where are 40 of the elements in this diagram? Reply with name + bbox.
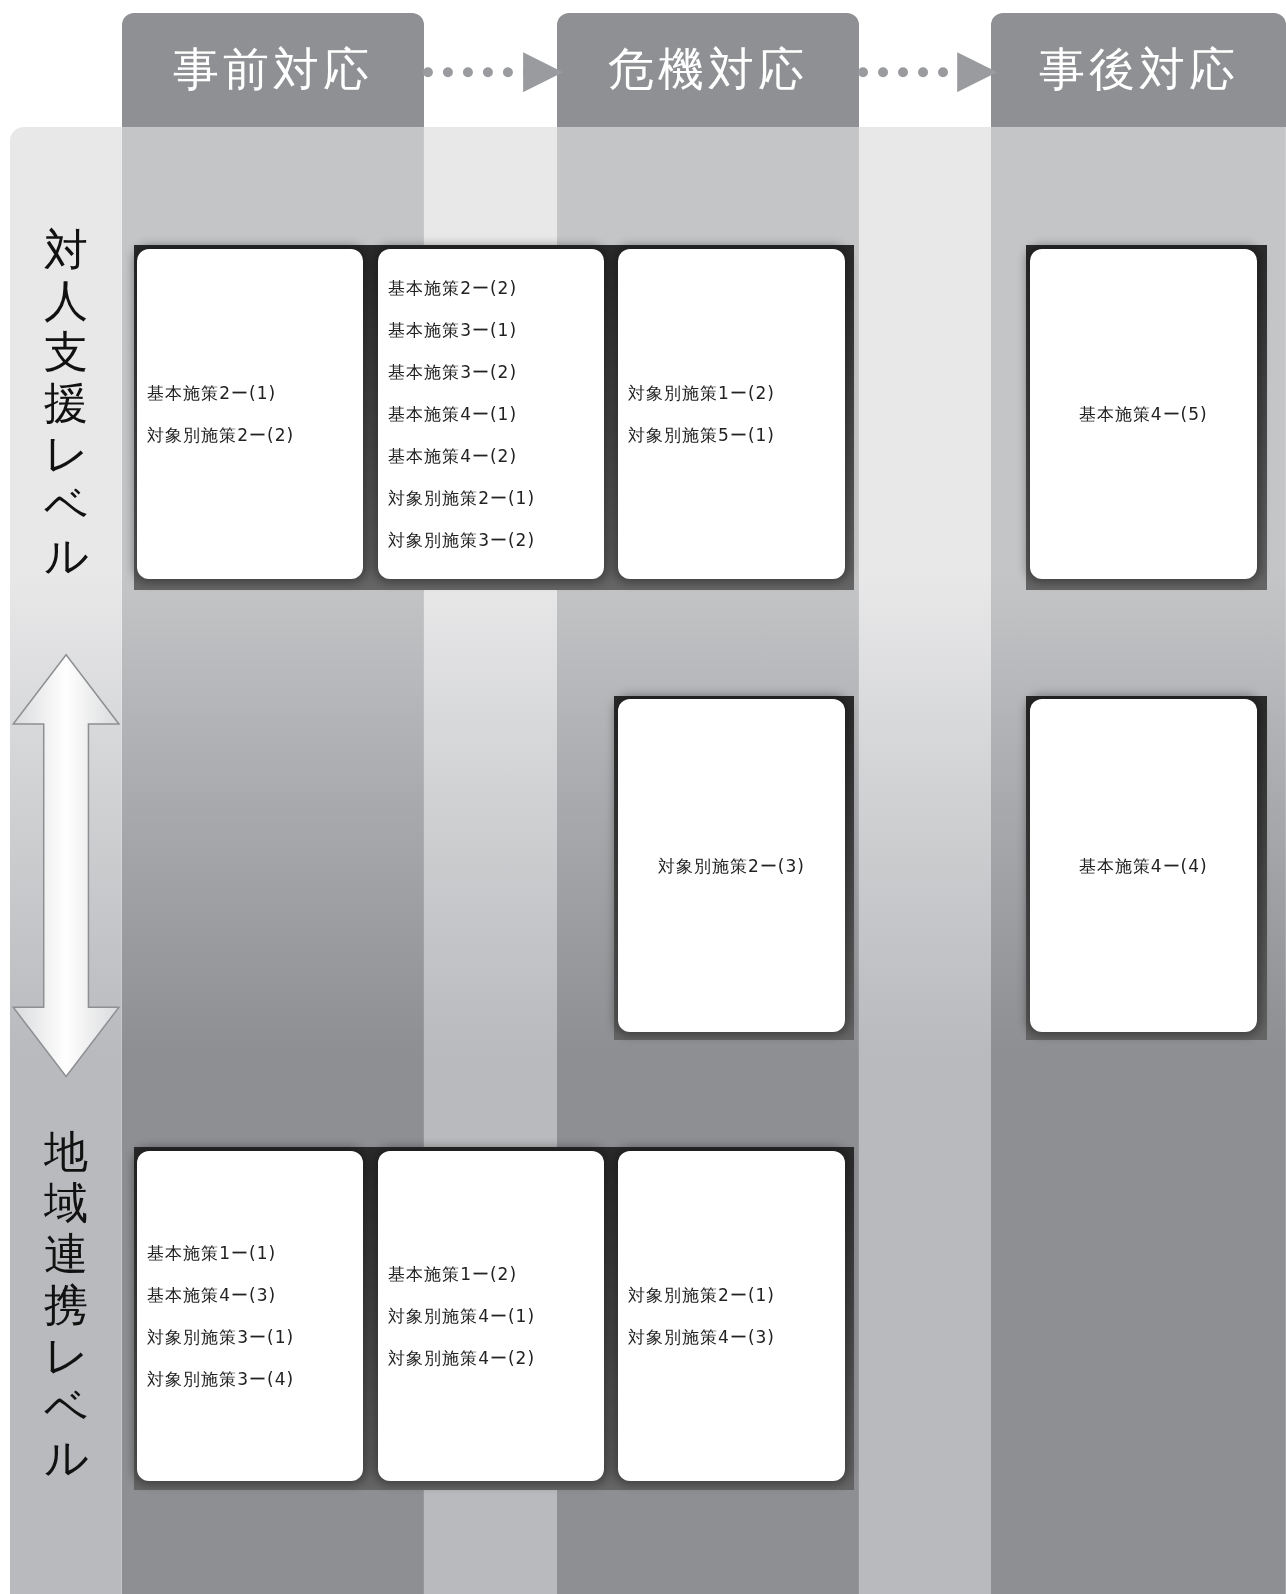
policy-label: 対象別施策2ー(2) — [147, 424, 295, 448]
policy-card — [618, 699, 845, 1032]
policy-label: 対象別施策3ー(4) — [147, 1367, 295, 1391]
policy-card — [618, 249, 845, 580]
policy-label: 基本施策3ー(2) — [388, 361, 518, 385]
policy-label: 対象別施策5ー(1) — [628, 424, 775, 448]
policy-label: 基本施策3ー(1) — [388, 319, 518, 343]
dotted-arrow — [858, 52, 998, 93]
policy-label: 対象別施策4ー(2) — [388, 1346, 536, 1370]
policy-card — [137, 249, 363, 580]
policy-label: 基本施策4ー(3) — [147, 1283, 277, 1307]
policy-label: 対象別施策1ー(2) — [628, 382, 775, 406]
policy-label: 基本施策4ー(1) — [388, 403, 518, 427]
phase-header: 事前対応 — [122, 13, 424, 128]
policy-label: 対象別施策4ー(3) — [628, 1325, 775, 1349]
phase-header: 危機対応 — [557, 13, 859, 128]
policy-label: 基本施策4ー(4) — [1078, 854, 1208, 878]
double-arrow — [11, 653, 121, 1078]
policy-label: 基本施策1ー(2) — [388, 1262, 518, 1286]
policy-card — [618, 1150, 845, 1482]
policy-label: 対象別施策3ー(2) — [388, 529, 536, 553]
policy-label: 対象別施策3ー(1) — [147, 1325, 295, 1349]
policy-label: 基本施策2ー(2) — [388, 277, 518, 301]
policy-card — [1029, 699, 1257, 1032]
policy-label: 基本施策4ー(2) — [388, 445, 518, 469]
policy-card — [1029, 249, 1257, 580]
dotted-arrow — [422, 52, 564, 93]
policy-card — [378, 1150, 604, 1482]
policy-card — [137, 1150, 363, 1482]
policy-label: 対象別施策2ー(3) — [657, 854, 805, 878]
level-label: 地域連携レベル — [30, 1126, 102, 1503]
policy-label: 基本施策4ー(5) — [1078, 403, 1208, 427]
policy-label: 対象別施策4ー(1) — [388, 1304, 536, 1328]
policy-card — [378, 249, 604, 580]
policy-label: 対象別施策2ー(1) — [388, 487, 536, 511]
policy-label: 基本施策1ー(1) — [147, 1241, 277, 1265]
phase-header: 事後対応 — [991, 13, 1286, 128]
policy-label: 対象別施策2ー(1) — [628, 1283, 775, 1307]
policy-label: 基本施策2ー(1) — [147, 382, 277, 406]
level-label: 対人支援レベル — [30, 223, 102, 600]
